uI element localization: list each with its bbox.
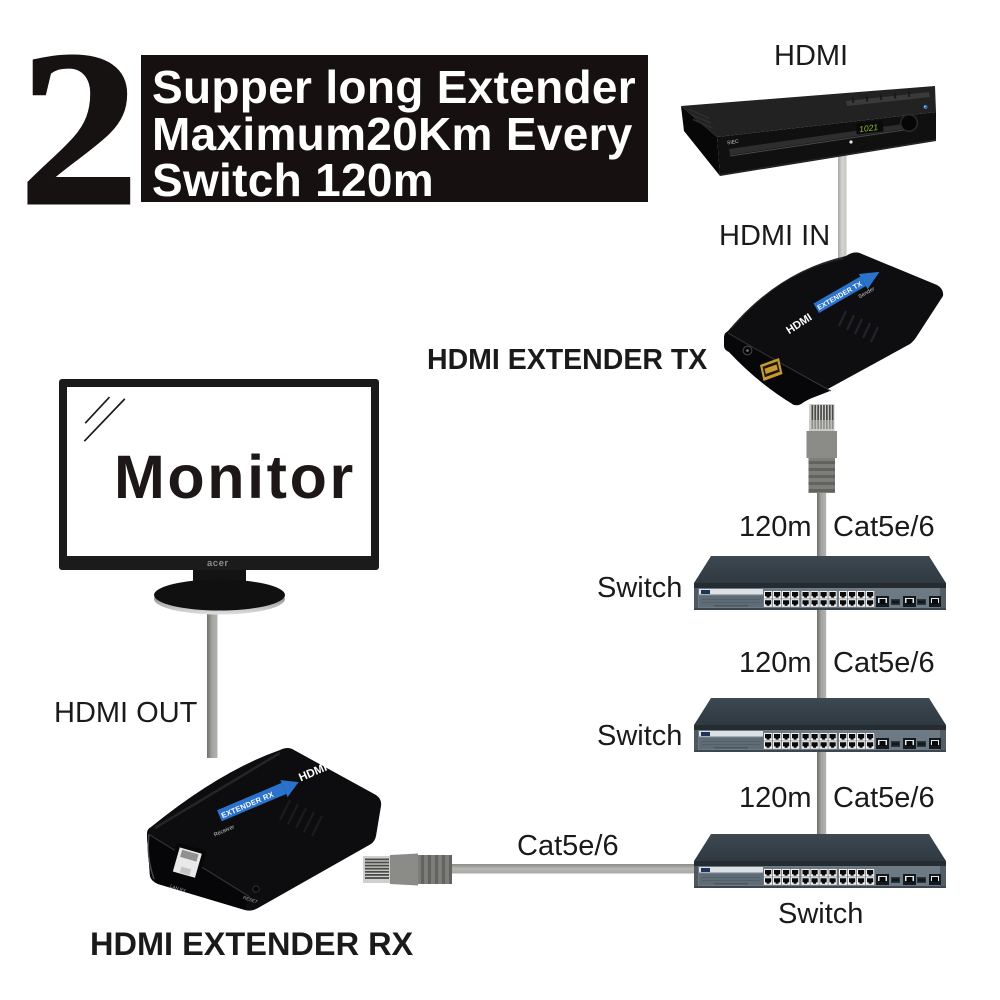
svg-text:LAN RX: LAN RX xyxy=(169,884,186,894)
svg-text:1021: 1021 xyxy=(859,122,879,134)
svg-text:RESET: RESET xyxy=(242,895,258,904)
svg-text:SIEC: SIEC xyxy=(727,139,740,147)
svg-text:acer: acer xyxy=(207,558,229,569)
